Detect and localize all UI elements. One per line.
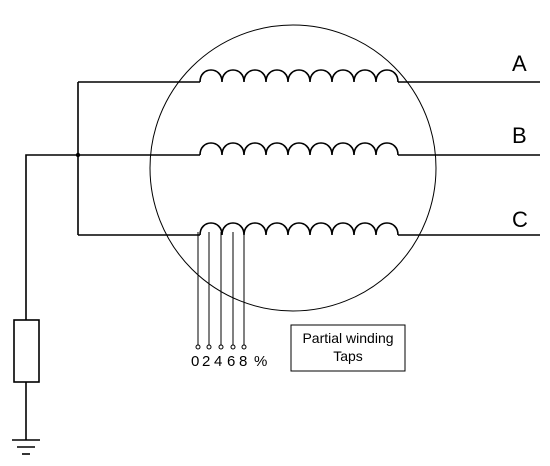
phase-a-coil (199, 69, 399, 83)
tap-terminal-3 (230, 344, 236, 350)
tap-terminal-0 (195, 344, 201, 350)
tap-label-8: 8 (239, 353, 247, 370)
phase-a-label: A (512, 51, 527, 76)
ground-icon (12, 439, 40, 455)
neutral-wire (25, 154, 78, 320)
phase-b-coil (199, 142, 399, 156)
note-box (290, 324, 406, 372)
note-line-2: Taps (333, 348, 363, 364)
phase-b-label: B (512, 123, 527, 148)
tap-label-4: 4 (214, 353, 222, 370)
phase-c-coil (199, 222, 399, 236)
phase-c-label: C (512, 207, 528, 232)
stator-circle (149, 24, 437, 312)
partial-winding-note: Partial winding Taps (290, 324, 406, 372)
tap-labels: 0 2 4 6 8 % (191, 353, 267, 370)
tap-unit-label: % (254, 353, 267, 370)
tap-terminal-2 (218, 344, 224, 350)
tap-leads (195, 232, 247, 350)
tap-label-6: 6 (227, 353, 235, 370)
tap-label-0: 0 (191, 353, 199, 370)
tap-label-2: 2 (202, 353, 210, 370)
tap-terminal-1 (206, 344, 212, 350)
note-line-1: Partial winding (302, 330, 393, 346)
tap-terminal-4 (241, 344, 247, 350)
grounding-resistor (13, 319, 40, 383)
